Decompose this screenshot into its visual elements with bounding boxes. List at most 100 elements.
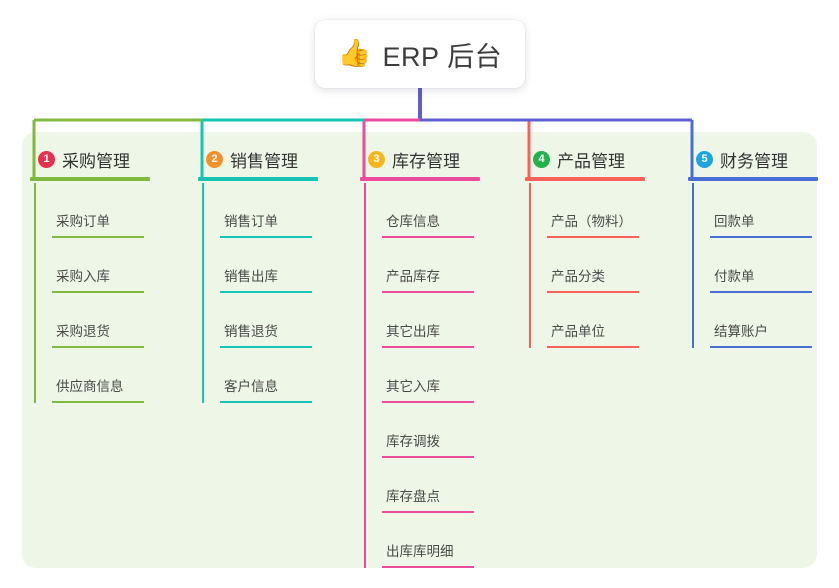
- leaf-label: 产品库存: [386, 269, 440, 284]
- branch-badge-5: 5: [696, 150, 713, 168]
- leaf-label: 库存调拨: [386, 434, 440, 449]
- branch-rule-4: [525, 177, 645, 181]
- branch-header-2[interactable]: 2 销售管理: [198, 146, 318, 172]
- branch-leaf-list-1: 采购订单采购入库采购退货供应商信息: [34, 183, 154, 403]
- leaf-item[interactable]: 仓库信息: [364, 183, 484, 238]
- leaf-rule: [52, 401, 144, 403]
- branch-leaf-list-2: 销售订单销售出库销售退货客户信息: [202, 183, 322, 403]
- leaf-rule: [382, 456, 474, 458]
- leaf-rule: [220, 401, 312, 403]
- leaf-label: 客户信息: [224, 379, 278, 394]
- leaf-item[interactable]: 库存盘点: [364, 458, 484, 513]
- leaf-rule: [710, 291, 812, 293]
- leaf-label: 结算账户: [714, 324, 768, 339]
- branch-leaf-list-4: 产品（物料） 产品分类产品单位: [529, 183, 649, 348]
- leaf-item[interactable]: 付款单: [692, 238, 822, 293]
- leaf-item[interactable]: 产品单位: [529, 293, 649, 348]
- thumbs-up-icon: 👍: [337, 37, 372, 68]
- branch-header-4[interactable]: 4 产品管理: [525, 146, 645, 172]
- branch-column-5: 5 财务管理回款单付款单结算账户: [688, 146, 818, 348]
- branch-rule-3: [360, 177, 480, 181]
- leaf-label: 库存盘点: [386, 489, 440, 504]
- branch-header-3[interactable]: 3 库存管理: [360, 146, 480, 172]
- branch-column-3: 3 库存管理仓库信息产品库存其它出库其它入库库存调拨库存盘点出库库明细: [360, 146, 480, 568]
- branch-stem-1: [34, 183, 36, 403]
- leaf-label: 回款单: [714, 214, 755, 229]
- leaf-item[interactable]: 产品分类: [529, 238, 649, 293]
- leaf-label: 付款单: [714, 269, 755, 284]
- leaf-rule: [382, 236, 474, 238]
- branch-badge-1: 1: [38, 150, 55, 168]
- branch-stem-5: [692, 183, 694, 348]
- branch-badge-2: 2: [206, 150, 223, 168]
- branch-stem-3: [364, 183, 366, 568]
- leaf-item[interactable]: 产品（物料）: [529, 183, 649, 238]
- branch-title-3: 库存管理: [392, 151, 460, 171]
- leaf-label: 采购入库: [56, 269, 110, 284]
- branch-title-2: 销售管理: [230, 151, 298, 171]
- leaf-rule: [52, 346, 144, 348]
- branch-title-4: 产品管理: [557, 151, 625, 171]
- branch-badge-4: 4: [533, 150, 550, 168]
- leaf-item[interactable]: 出库库明细: [364, 513, 484, 568]
- leaf-rule: [547, 236, 639, 238]
- root-node[interactable]: 👍 ERP 后台: [315, 20, 525, 88]
- leaf-label: 销售订单: [224, 214, 278, 229]
- branch-stem-2: [202, 183, 204, 403]
- leaf-item[interactable]: 销售出库: [202, 238, 322, 293]
- leaf-rule: [382, 346, 474, 348]
- leaf-rule: [52, 236, 144, 238]
- leaf-label: 供应商信息: [56, 379, 124, 394]
- leaf-label: 产品分类: [551, 269, 605, 284]
- leaf-rule: [547, 346, 639, 348]
- leaf-label: 其它入库: [386, 379, 440, 394]
- leaf-rule: [547, 291, 639, 293]
- leaf-item[interactable]: 其它入库: [364, 348, 484, 403]
- leaf-label: 出库库明细: [386, 544, 454, 559]
- leaf-rule: [382, 566, 474, 568]
- branch-leaf-list-5: 回款单付款单结算账户: [692, 183, 822, 348]
- branch-title-5: 财务管理: [720, 151, 788, 171]
- leaf-label: 产品单位: [551, 324, 605, 339]
- leaf-rule: [382, 511, 474, 513]
- leaf-label: 其它出库: [386, 324, 440, 339]
- leaf-rule: [220, 236, 312, 238]
- branch-column-4: 4 产品管理产品（物料） 产品分类产品单位: [525, 146, 645, 348]
- leaf-label: 产品（物料）: [551, 214, 632, 229]
- leaf-rule: [382, 291, 474, 293]
- leaf-item[interactable]: 库存调拨: [364, 403, 484, 458]
- leaf-item[interactable]: 客户信息: [202, 348, 322, 403]
- leaf-item[interactable]: 产品库存: [364, 238, 484, 293]
- leaf-item[interactable]: 采购入库: [34, 238, 154, 293]
- leaf-label: 销售出库: [224, 269, 278, 284]
- leaf-item[interactable]: 采购订单: [34, 183, 154, 238]
- leaf-item[interactable]: 采购退货: [34, 293, 154, 348]
- branch-header-1[interactable]: 1 采购管理: [30, 146, 150, 172]
- leaf-item[interactable]: 其它出库: [364, 293, 484, 348]
- root-title: ERP 后台: [382, 41, 503, 72]
- leaf-label: 采购退货: [56, 324, 110, 339]
- leaf-item[interactable]: 销售退货: [202, 293, 322, 348]
- leaf-item[interactable]: 回款单: [692, 183, 822, 238]
- branch-rule-5: [688, 177, 818, 181]
- leaf-rule: [220, 291, 312, 293]
- branch-column-1: 1 采购管理采购订单采购入库采购退货供应商信息: [30, 146, 150, 403]
- branch-rule-1: [30, 177, 150, 181]
- leaf-item[interactable]: 结算账户: [692, 293, 822, 348]
- leaf-item[interactable]: 销售订单: [202, 183, 322, 238]
- leaf-rule: [710, 346, 812, 348]
- leaf-label: 采购订单: [56, 214, 110, 229]
- leaf-rule: [382, 401, 474, 403]
- leaf-label: 仓库信息: [386, 214, 440, 229]
- branches-panel: [22, 132, 817, 568]
- branch-rule-2: [198, 177, 318, 181]
- branch-header-5[interactable]: 5 财务管理: [688, 146, 818, 172]
- leaf-item[interactable]: 供应商信息: [34, 348, 154, 403]
- branch-title-1: 采购管理: [62, 151, 130, 171]
- leaf-rule: [220, 346, 312, 348]
- branch-badge-3: 3: [368, 150, 385, 168]
- leaf-rule: [52, 291, 144, 293]
- branch-stem-4: [529, 183, 531, 348]
